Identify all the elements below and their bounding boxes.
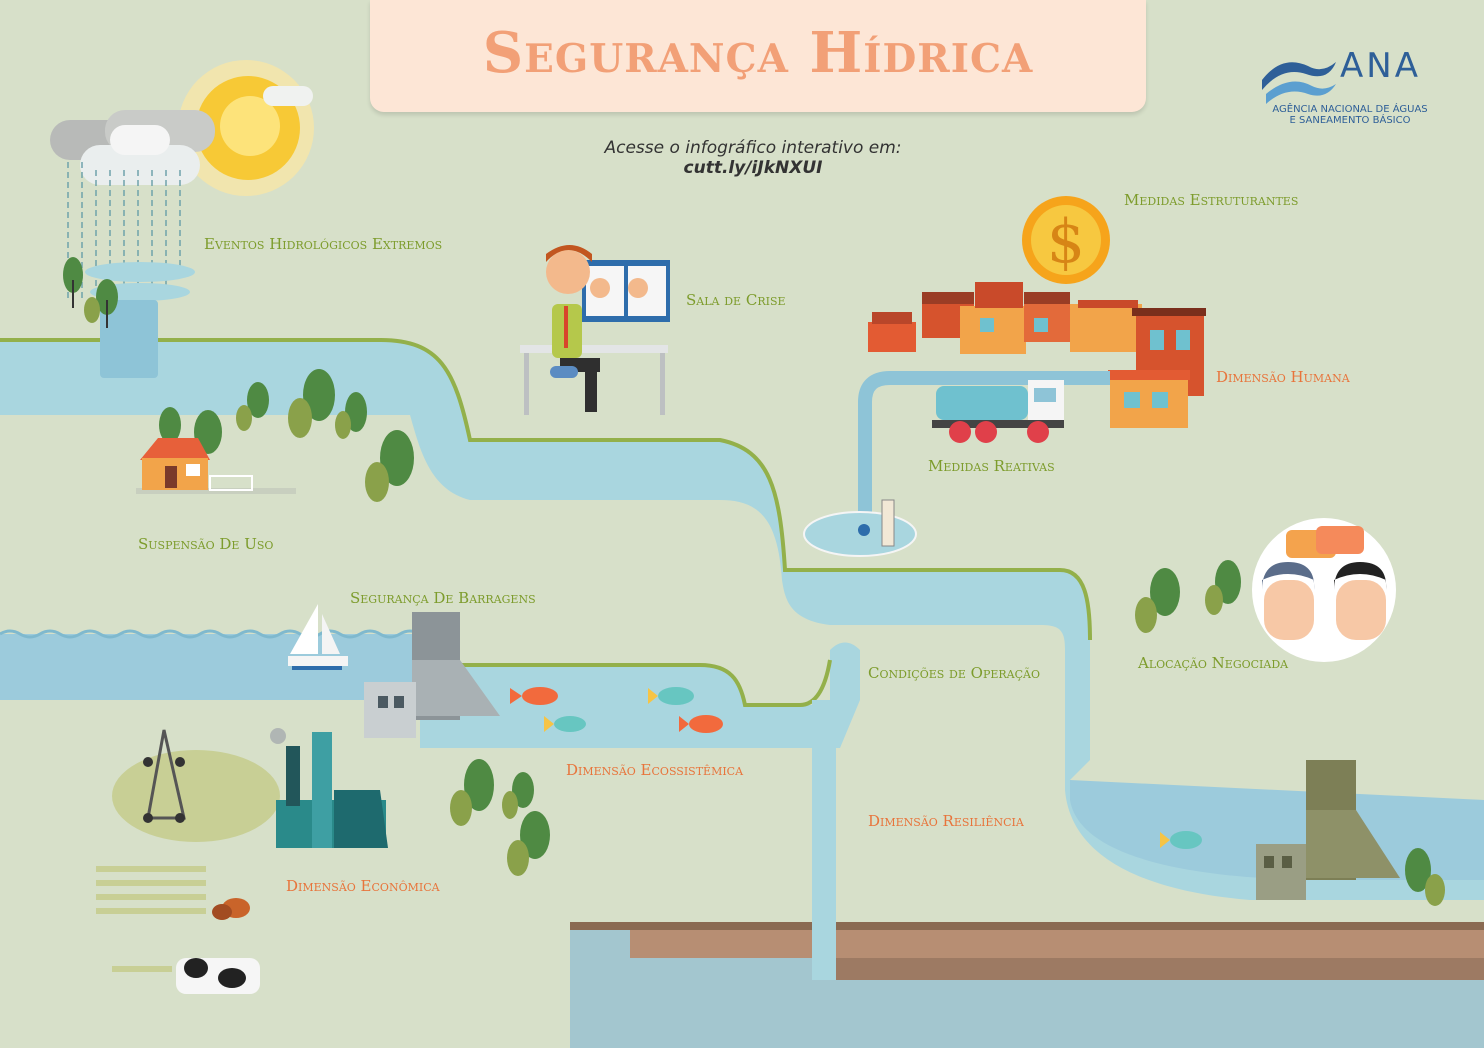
channel	[812, 700, 836, 980]
dam	[364, 612, 500, 738]
subtitle-link[interactable]: cutt.ly/iJkNXUI	[683, 158, 823, 178]
label-eventos: Eventos Hidrológicos Extremos	[204, 235, 443, 253]
label-dimensao-ecossistemica: Dimensão Ecossistêmica	[566, 761, 744, 779]
label-medidas-reativas: Medidas Reativas	[928, 457, 1055, 475]
logo-name: ANA	[1340, 46, 1421, 86]
label-dimensao-resiliencia: Dimensão Resiliência	[868, 812, 1024, 830]
water-pipe	[858, 371, 1110, 528]
right-dam	[1256, 760, 1400, 900]
crisis-room-person	[520, 245, 670, 415]
logo-subtitle-line2: E SANEAMENTO BÁSICO	[1289, 115, 1411, 126]
soil-layer	[570, 922, 1484, 1048]
svg-text:$: $	[1047, 207, 1085, 277]
subtitle-prefix: Acesse o infográfico interativo em:	[604, 138, 902, 158]
water-truck	[932, 380, 1064, 443]
money-coin: $	[1022, 196, 1110, 284]
sailboat	[288, 604, 348, 670]
label-seguranca-barragens: Segurança De Barragens	[350, 589, 536, 607]
farm	[96, 866, 260, 994]
negotiation-people	[1252, 518, 1396, 662]
ana-logo-icon	[1262, 62, 1336, 104]
label-alocacao-negociada: Alocação Negociada	[1138, 654, 1289, 672]
city-buildings	[868, 282, 1206, 428]
energy-and-industry	[112, 728, 388, 848]
fish	[510, 687, 1202, 849]
subtitle: Acesse o infográfico interativo em: cutt…	[548, 138, 958, 178]
label-medidas-estruturantes: Medidas Estruturantes	[1124, 191, 1299, 209]
label-sala-de-crise: Sala de Crise	[686, 291, 786, 309]
left-lake	[0, 634, 420, 700]
label-dimensao-humana: Dimensão Humana	[1216, 368, 1350, 386]
label-condicoes-operacao: Condições de Operação	[868, 664, 1041, 682]
rain-cloud	[50, 60, 314, 378]
reservoir	[420, 642, 860, 748]
logo-subtitle-line1: AGÊNCIA NACIONAL DE ÁGUAS	[1272, 104, 1428, 115]
page-title: Segurança Hídrica	[482, 20, 1034, 86]
title-banner: Segurança Hídrica	[370, 0, 1146, 112]
farm-house	[136, 438, 296, 494]
trees	[63, 257, 1445, 906]
label-suspensao-de-uso: Suspensão De Uso	[138, 535, 274, 553]
label-dimensao-economica: Dimensão Econômica	[286, 877, 440, 895]
